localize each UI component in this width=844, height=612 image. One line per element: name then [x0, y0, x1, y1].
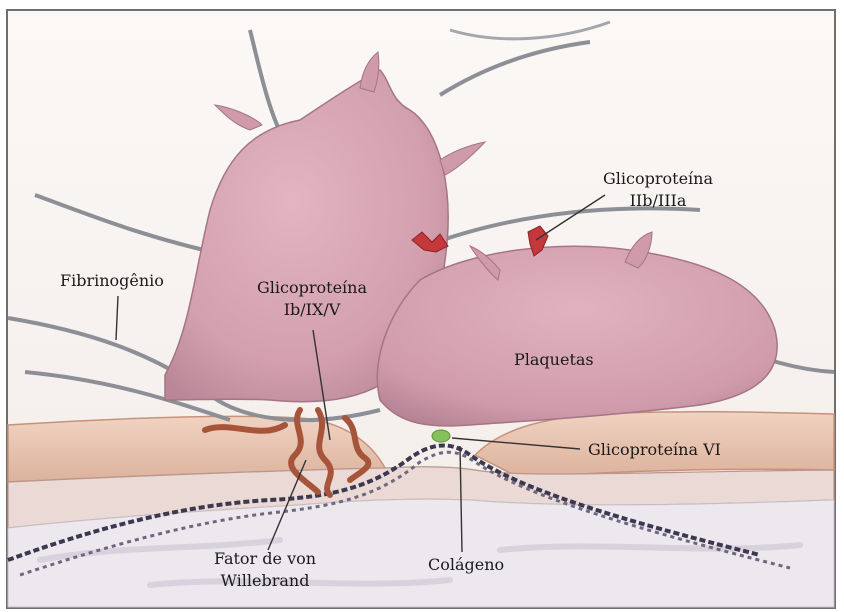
- label-vwf: Fator de von Willebrand: [200, 548, 330, 592]
- label-gp-ib-ix-v-line1: Glicoproteína: [250, 277, 374, 299]
- label-fibrinogen: Fibrinogênio: [60, 270, 164, 292]
- label-collagen: Colágeno: [428, 554, 504, 576]
- label-platelets: Plaquetas: [514, 349, 594, 371]
- label-gp-iib-iiia: Glicoproteína IIb/IIIa: [596, 168, 720, 212]
- gp-vi-receptor: [432, 430, 450, 442]
- label-gp-vi: Glicoproteína VI: [588, 439, 721, 461]
- label-gp-iib-iiia-line2: IIb/IIIa: [596, 190, 720, 212]
- label-vwf-line1: Fator de von: [200, 548, 330, 570]
- label-vwf-line2: Willebrand: [200, 570, 330, 592]
- label-gp-ib-ix-v-line2: Ib/IX/V: [250, 299, 374, 321]
- platelet-right: [377, 246, 777, 426]
- label-gp-iib-iiia-line1: Glicoproteína: [596, 168, 720, 190]
- label-gp-ib-ix-v: Glicoproteína Ib/IX/V: [250, 277, 374, 321]
